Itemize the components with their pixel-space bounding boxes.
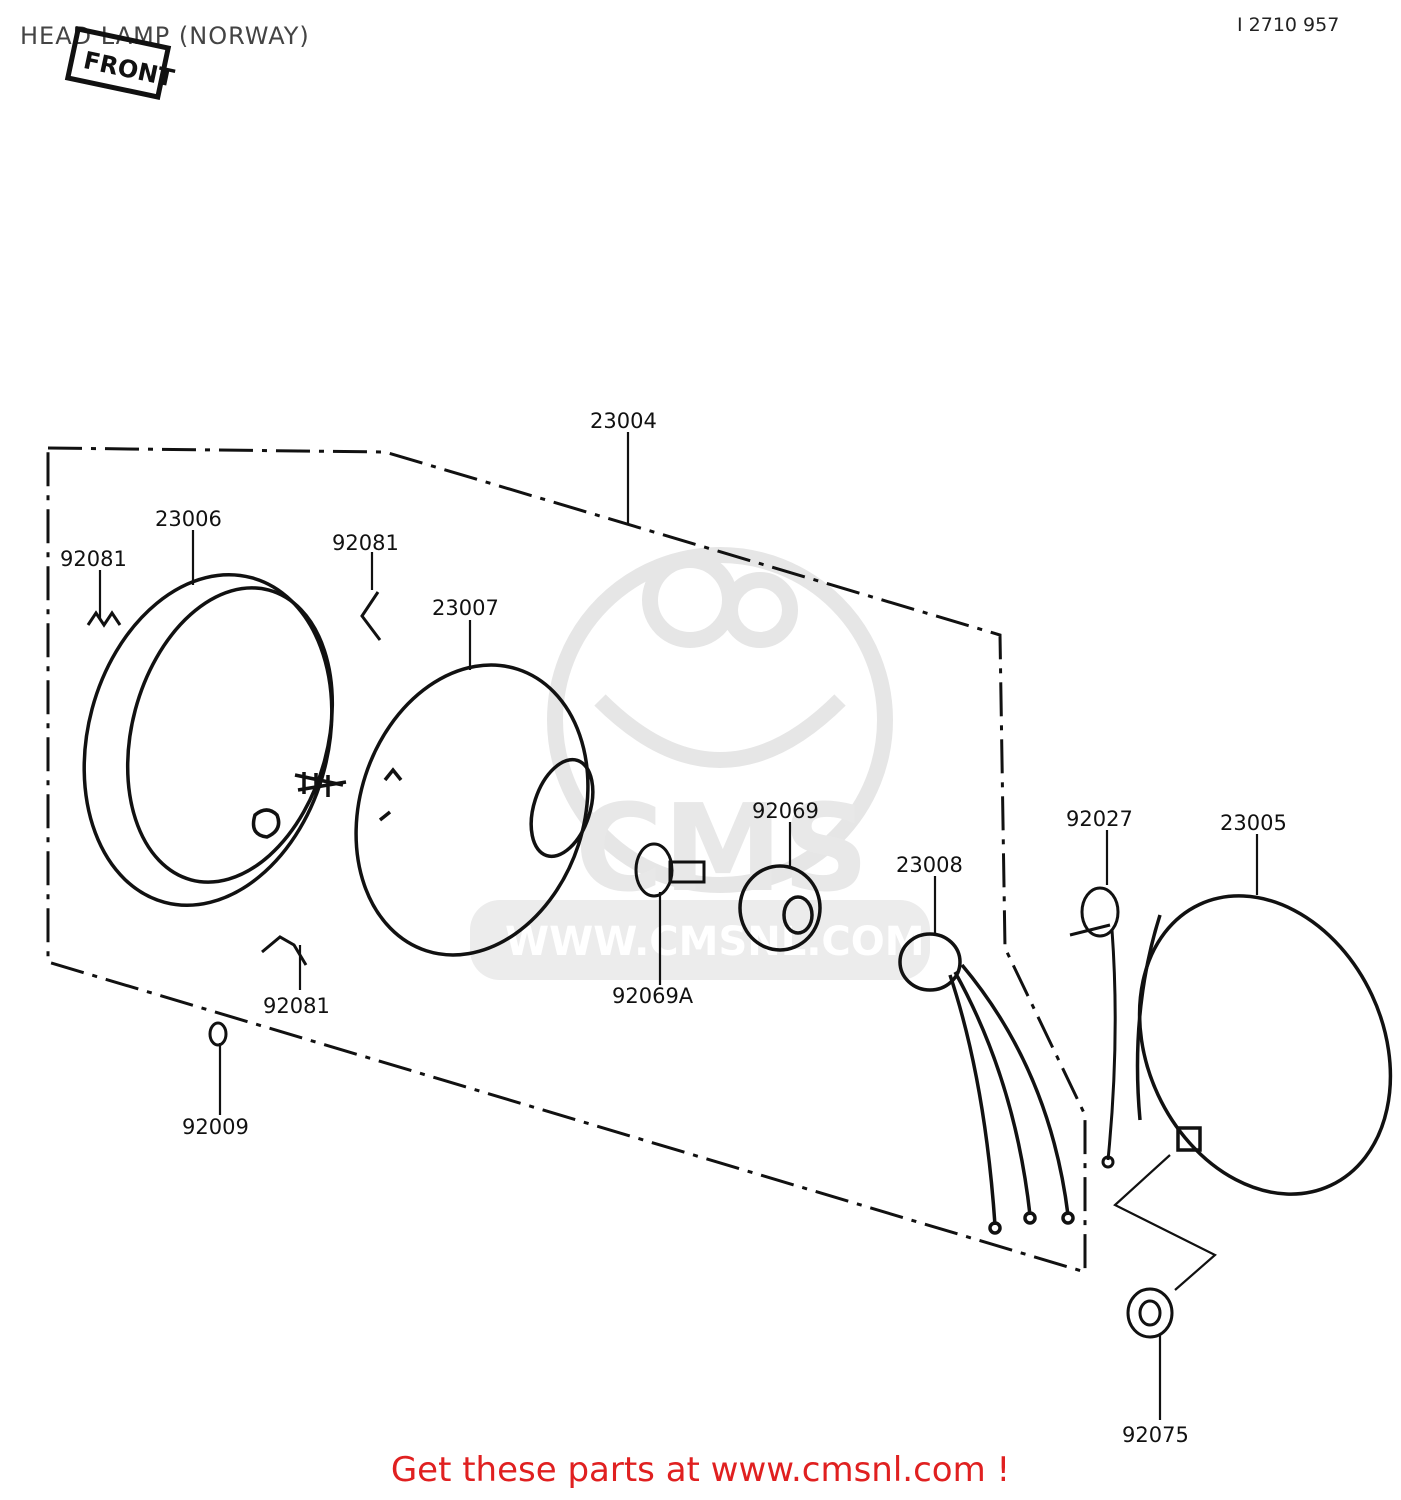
reference-code: I 2710 957 [1237, 14, 1340, 36]
rim-outer [82, 573, 334, 907]
screw-92009 [208, 1021, 228, 1047]
watermark-banner [470, 900, 930, 980]
part-number-92027: 92027 [1066, 807, 1133, 831]
socket-wires [948, 963, 1070, 1226]
spring-left [86, 610, 122, 628]
holder-92027 [1069, 886, 1120, 1169]
part-number-23005: 23005 [1220, 811, 1287, 835]
assembly-outline [46, 446, 1087, 1275]
part-number-92069A: 92069A [612, 984, 694, 1008]
housing-23005 [1135, 894, 1393, 1196]
part-number-92009: 92009 [182, 1115, 249, 1139]
rim-inner [125, 586, 335, 884]
part-number-92081-left: 92081 [60, 547, 127, 571]
front-tag-box [64, 26, 172, 100]
part-number-92081-top: 92081 [332, 531, 399, 555]
lens-bulb-socket [529, 757, 595, 859]
socket-body [898, 932, 962, 992]
lens-clips [378, 767, 403, 822]
watermark-mascot-face [594, 694, 846, 768]
socket-23008 [898, 932, 1075, 1235]
wire-terminal [1023, 1211, 1037, 1225]
watermark-url: WWW.CMSNL.COM [505, 919, 925, 965]
wire-terminal [1061, 1211, 1075, 1225]
cap-hole [782, 895, 814, 935]
housing-grommet-hole [1176, 1126, 1202, 1152]
spring-bottom [261, 935, 308, 966]
adjust-screw [294, 772, 347, 797]
screw-head [208, 1021, 228, 1047]
bulb-contact [668, 860, 706, 884]
lens-unit [354, 663, 595, 957]
grommet-outer [1126, 1287, 1174, 1339]
leader-92075-link [1113, 1154, 1217, 1291]
lens-outer [354, 663, 590, 957]
cap-92069 [738, 864, 822, 952]
watermark-mascot-goggle [722, 572, 798, 648]
rim-tab [251, 808, 281, 839]
watermark-brand: CMS [575, 780, 869, 919]
spring-top [360, 591, 382, 641]
part-number-23006: 23006 [155, 507, 222, 531]
holder-body [1080, 886, 1120, 938]
watermark [547, 547, 893, 893]
grommet-inner [1138, 1299, 1162, 1327]
bulb-92069A [634, 842, 706, 898]
housing-rim [1135, 914, 1162, 1121]
housing-shell [1137, 894, 1393, 1196]
watermark-mascot-goggle [642, 552, 738, 648]
part-number-23007: 23007 [432, 596, 499, 620]
headlamp-rim [82, 573, 347, 907]
grommet-92075 [1126, 1287, 1174, 1339]
holder-terminal [1101, 1155, 1115, 1169]
part-number-23008: 23008 [896, 853, 963, 877]
cap-outer [738, 864, 822, 952]
part-number-92081-bottom: 92081 [263, 994, 330, 1018]
front-tag: FRONT [64, 26, 177, 100]
part-number-92069: 92069 [752, 799, 819, 823]
footer-promo: Get these parts at www.cmsnl.com ! [390, 1450, 1011, 1490]
part-number-23004: 23004 [590, 409, 657, 433]
part-number-92075: 92075 [1122, 1423, 1189, 1447]
leader-lines [98, 432, 1259, 1420]
holder-wire [1069, 923, 1117, 1161]
bulb-base [634, 842, 674, 898]
wire-terminal [988, 1221, 1002, 1235]
watermark-mascot-outline [547, 547, 893, 893]
